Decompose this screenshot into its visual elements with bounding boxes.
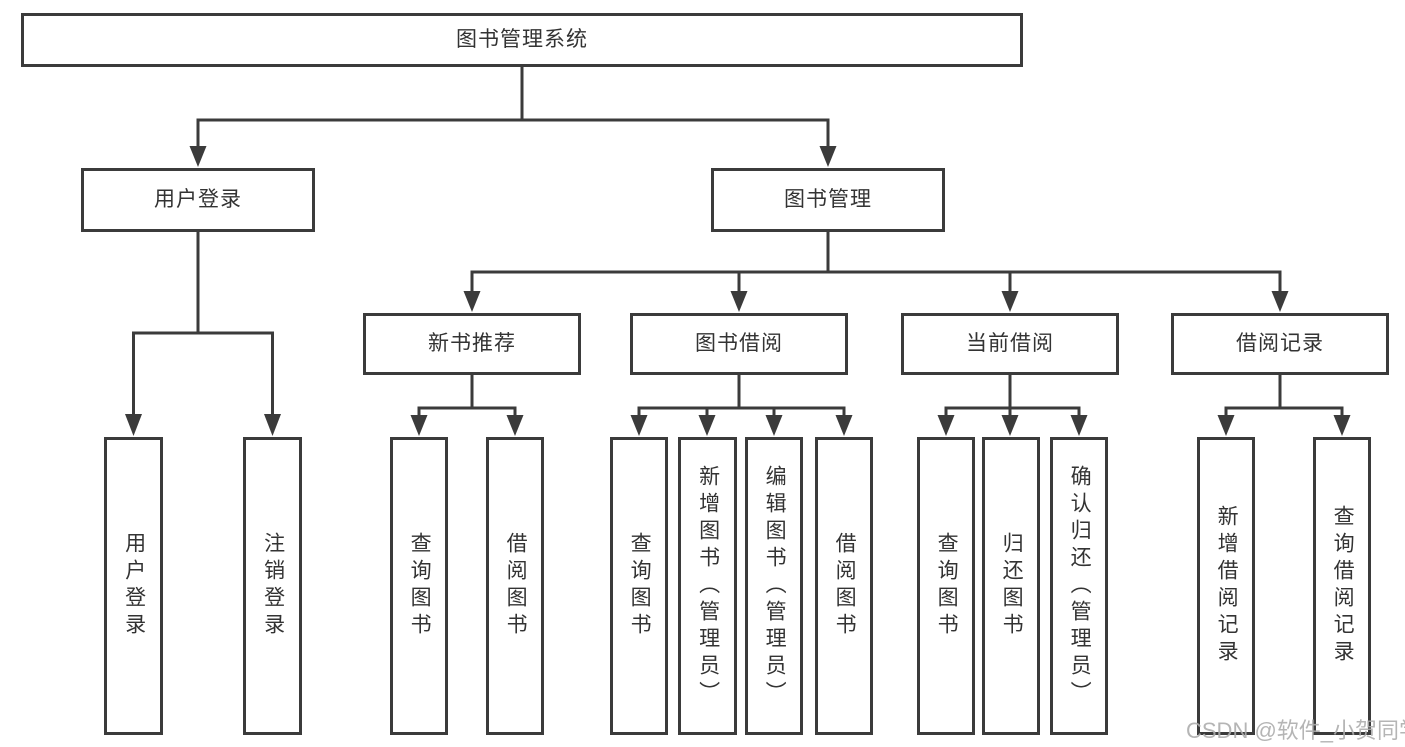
arrowhead — [264, 414, 281, 436]
node-new-book-recommend: 新书推荐 — [363, 313, 581, 375]
arrowhead — [819, 146, 837, 167]
arrowhead — [1217, 415, 1235, 436]
arrowhead — [1001, 415, 1019, 436]
leaf-query-books-borrow: 查询图书 — [610, 437, 668, 735]
leaf-logout: 注销登录 — [243, 437, 302, 735]
arrowhead — [630, 415, 648, 436]
leaf-add-book-admin: 新增图书（管理员） — [678, 437, 737, 735]
leaf-confirm-return-admin: 确认归还（管理员） — [1050, 437, 1108, 735]
arrowhead — [835, 415, 853, 436]
leaf-return-book: 归还图书 — [982, 437, 1040, 735]
arrowhead — [125, 414, 142, 436]
csdn-watermark: CSDN @软件_小贺同学 — [1186, 718, 1405, 743]
arrowhead — [463, 291, 481, 312]
leaf-edit-book-admin: 编辑图书（管理员） — [745, 437, 803, 735]
node-book-borrow: 图书借阅 — [630, 313, 848, 375]
connector-book-management-to-level3 — [463, 230, 1289, 312]
connector-new-books-leaves — [410, 373, 524, 436]
connector-user-login-leaves — [125, 230, 281, 436]
leaf-borrow-books: 借阅图书 — [815, 437, 873, 735]
arrowhead — [1271, 291, 1289, 312]
connector-current-borrow-leaves — [937, 373, 1088, 436]
arrowhead — [698, 415, 716, 436]
connector-book-borrow-leaves — [630, 373, 853, 436]
leaf-query-borrow-record: 查询借阅记录 — [1313, 437, 1371, 735]
connector-root-to-level2 — [189, 65, 837, 167]
node-current-borrow: 当前借阅 — [901, 313, 1119, 375]
arrowhead — [1333, 415, 1351, 436]
leaf-add-borrow-record: 新增借阅记录 — [1197, 437, 1255, 735]
node-borrow-records: 借阅记录 — [1171, 313, 1389, 375]
leaf-user-login: 用户登录 — [104, 437, 163, 735]
leaf-query-books-recommend: 查询图书 — [390, 437, 448, 735]
leaf-query-books-current: 查询图书 — [917, 437, 975, 735]
connector-borrow-records-leaves — [1217, 373, 1351, 436]
node-library-system: 图书管理系统 — [21, 13, 1023, 67]
arrowhead — [730, 291, 748, 312]
leaf-borrow-books-recommend: 借阅图书 — [486, 437, 544, 735]
node-user-login: 用户登录 — [81, 168, 315, 232]
arrowhead — [1001, 291, 1019, 312]
arrowhead — [506, 415, 524, 436]
arrowhead — [1070, 415, 1088, 436]
arrowhead — [410, 415, 428, 436]
node-book-management: 图书管理 — [711, 168, 945, 232]
arrowhead — [937, 415, 955, 436]
arrowhead — [765, 415, 783, 436]
arrowhead — [189, 146, 207, 167]
